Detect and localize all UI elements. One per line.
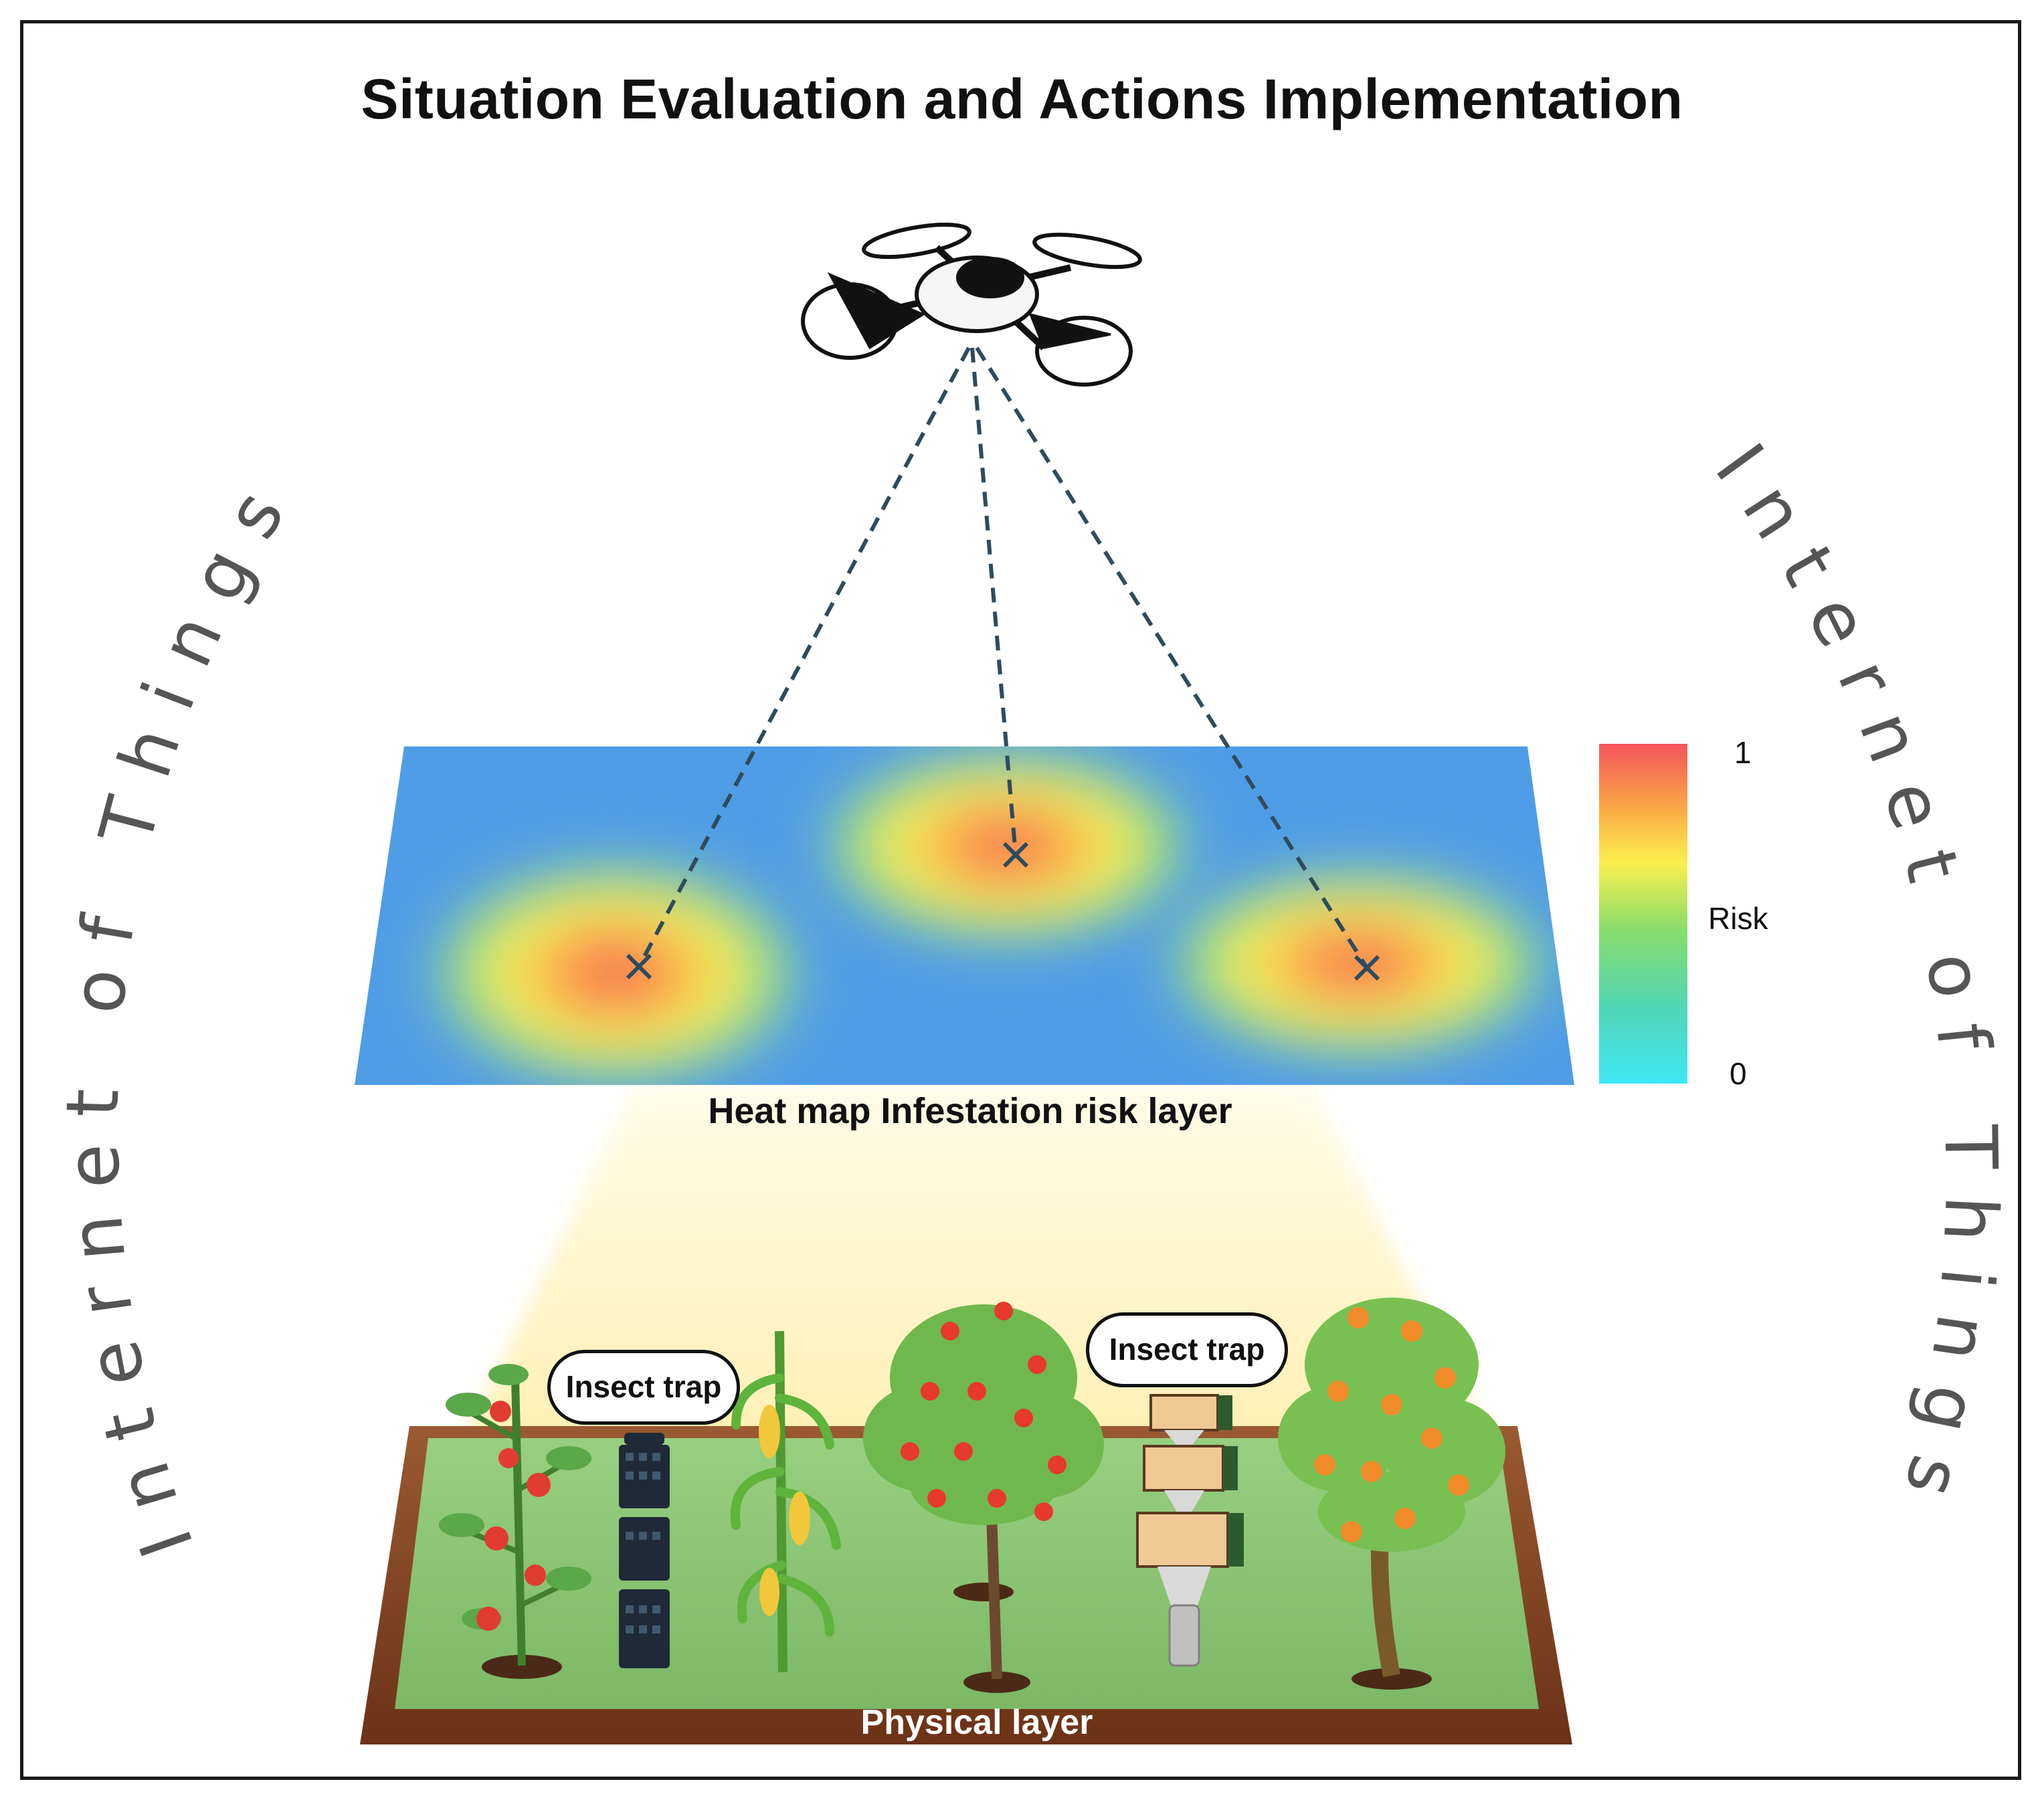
figure-title: Situation Evaluation and Actions Impleme… (361, 68, 1683, 130)
drone-icon (801, 222, 1142, 387)
risk-scale-label: Risk (1708, 901, 1768, 936)
risk-scale-max: 1 (1734, 735, 1752, 770)
insect-trap-label-2: Insect trap (1086, 1312, 1288, 1387)
hotspot-right (1137, 853, 1574, 1074)
insect-trap-box-icon (1136, 1394, 1244, 1667)
iot-label-left: Internet of Things (51, 455, 314, 1567)
risk-scale-min: 0 (1730, 1056, 1747, 1091)
risk-color-scale (1599, 744, 1687, 1084)
insect-trap-label-1: Insect trap (547, 1350, 740, 1425)
insect-trap-tower-icon (619, 1433, 670, 1668)
physical-layer-label: Physical layer (860, 1703, 1093, 1742)
corn-plant-icon (730, 1330, 841, 1673)
figure-frame (20, 20, 2021, 1780)
target-markers (626, 841, 1380, 981)
orange-tree-icon (1278, 1298, 1505, 1690)
iot-label-right: Internet of Things (1699, 429, 2013, 1530)
drone-links (637, 346, 1369, 969)
tomato-plant-icon (439, 1364, 591, 1679)
heatmap-layer-label: Heat map Infestation risk layer (708, 1091, 1232, 1131)
hotspot-left (401, 843, 830, 1085)
apple-tree-icon (863, 1302, 1104, 1693)
heatmap-layer (355, 746, 1574, 1085)
